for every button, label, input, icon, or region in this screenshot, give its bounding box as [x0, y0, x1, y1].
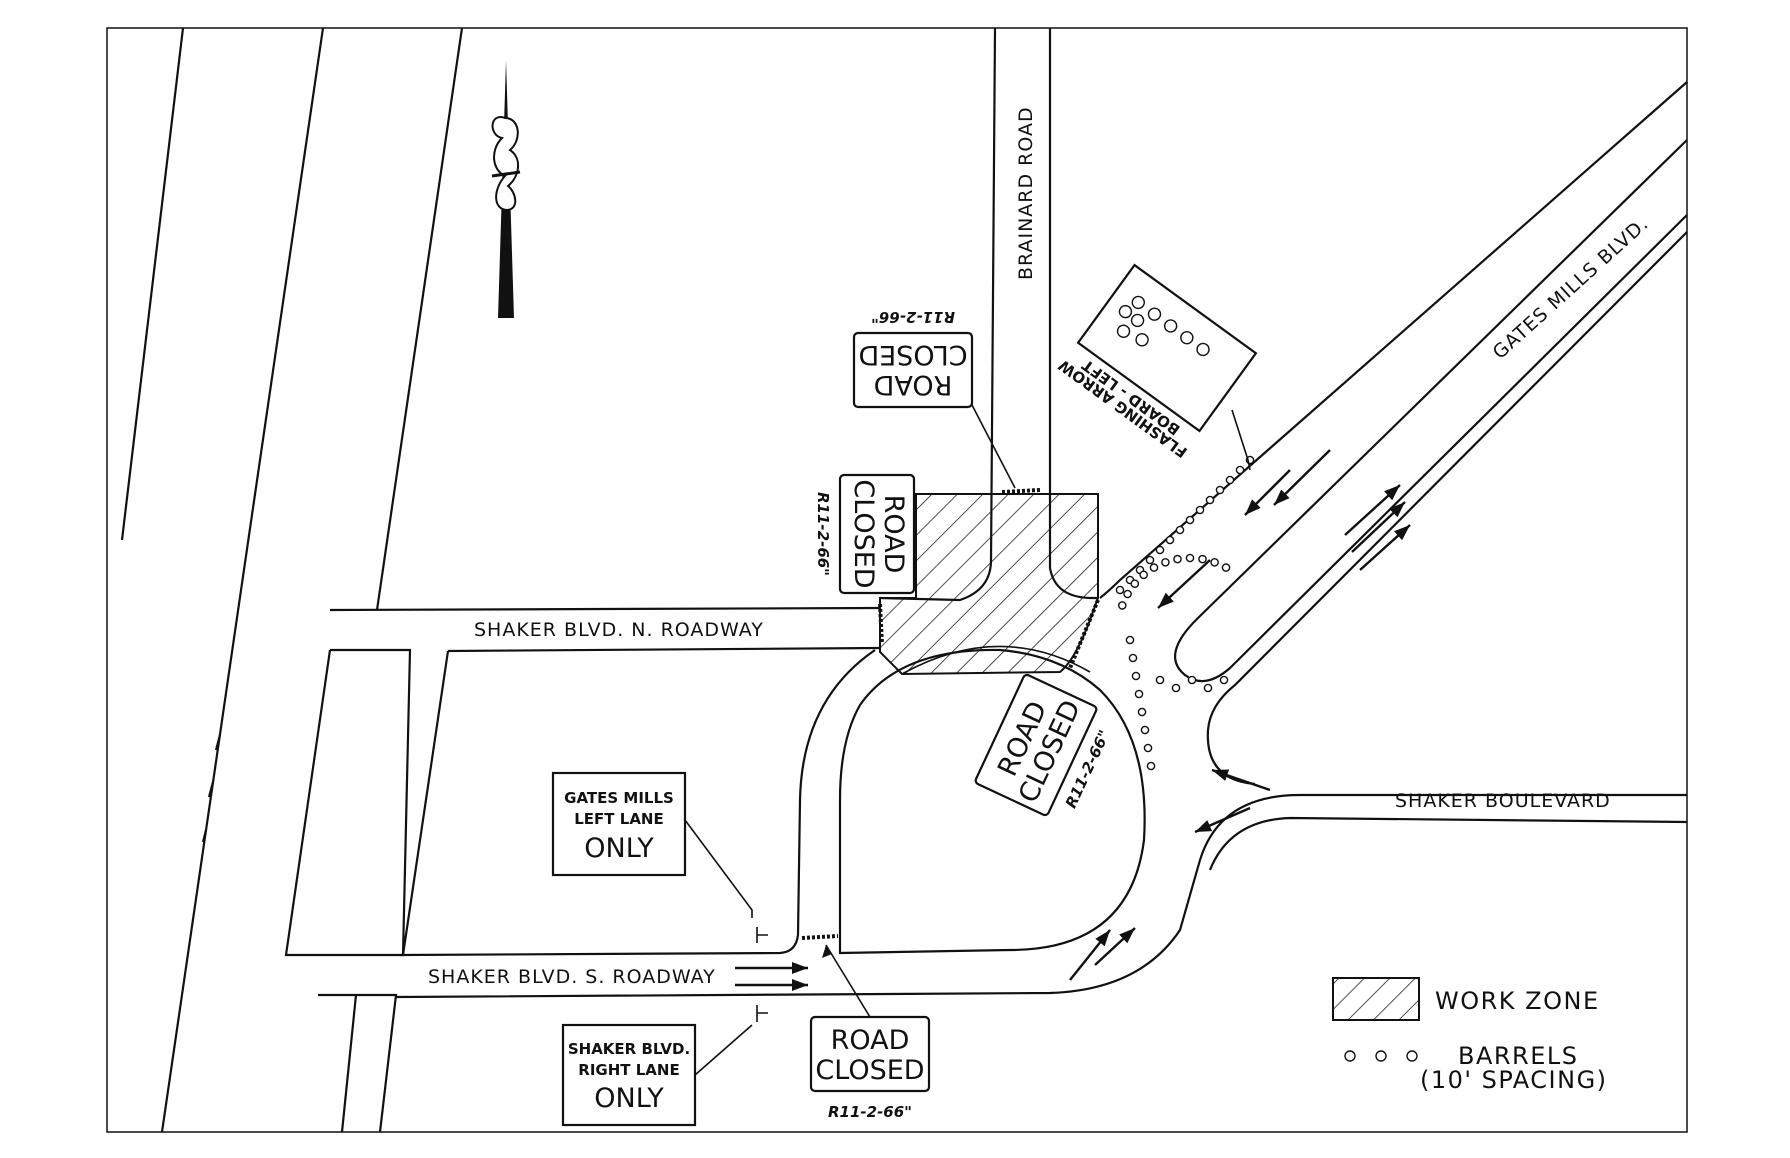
west-roadway-edges	[120, 27, 464, 1133]
barrel	[1171, 683, 1181, 693]
traffic-arrow-head-icon	[1389, 502, 1405, 518]
barrel	[1187, 675, 1197, 685]
barrel	[1215, 485, 1225, 495]
barrel	[1185, 515, 1195, 525]
svg-text:R11-2-66": R11-2-66"	[828, 1103, 912, 1121]
barrel	[1130, 579, 1140, 589]
traffic-arrow-head-icon	[1274, 489, 1290, 505]
traffic-arrow-head-icon	[792, 962, 808, 974]
traffic-arrow-head-icon	[1195, 820, 1213, 832]
barrel	[1149, 563, 1159, 572]
road-closed-sign-west: ROAD CLOSED R11-2-66"	[814, 473, 916, 595]
traffic-arrow-head-icon	[1384, 485, 1400, 501]
barrel	[1131, 671, 1141, 681]
svg-text:GATES MILLS: GATES MILLS	[564, 789, 674, 807]
street-label-shaker-north: SHAKER BLVD. N. ROADWAY	[474, 619, 764, 641]
traffic-arrow-head-icon	[1119, 928, 1135, 944]
svg-text:SHAKER BLVD.: SHAKER BLVD.	[568, 1040, 690, 1058]
traffic-arrow-head-icon	[1394, 525, 1410, 541]
traffic-arrow-head-icon	[792, 979, 808, 991]
barrel	[1185, 553, 1195, 563]
svg-text:ONLY: ONLY	[594, 1083, 664, 1114]
street-label-shaker-boulevard: SHAKER BOULEVARD	[1395, 790, 1611, 812]
barrel	[1125, 635, 1135, 645]
legend-work-zone-swatch	[1332, 977, 1420, 1021]
traffic-arrows	[735, 449, 1411, 991]
street-label-shaker-south: SHAKER BLVD. S. ROADWAY	[428, 966, 716, 988]
barrel	[1195, 505, 1205, 515]
road-closed-sign-north: ROAD CLOSED R11-2-66"	[852, 308, 1016, 489]
shaker-boulevard-east	[1206, 231, 1688, 871]
shaker-right-lane-only-sign: SHAKER BLVD. RIGHT LANE ONLY	[561, 1005, 768, 1127]
barrel	[1115, 585, 1125, 595]
barrel	[1210, 558, 1219, 567]
barrel-taper	[1115, 455, 1255, 771]
barrel	[1219, 675, 1229, 685]
barrel	[1155, 545, 1165, 555]
barrel	[1140, 725, 1150, 735]
barrel	[1123, 589, 1132, 599]
legend-work-zone-label: WORK ZONE	[1435, 987, 1600, 1015]
svg-text:ROAD: ROAD	[831, 1025, 910, 1056]
svg-text:ROAD: ROAD	[874, 369, 953, 400]
svg-text:ROAD: ROAD	[878, 495, 909, 574]
barrel	[1198, 554, 1207, 564]
barrel	[1146, 761, 1156, 771]
svg-text:RIGHT LANE: RIGHT LANE	[578, 1061, 679, 1079]
barrel	[1145, 555, 1155, 565]
gates-mills-left-lane-only-sign: GATES MILLS LEFT LANE ONLY	[551, 771, 768, 943]
barrel	[1175, 525, 1185, 535]
traffic-arrow-head-icon	[1212, 769, 1230, 781]
svg-text:ONLY: ONLY	[584, 833, 654, 864]
flashing-arrow-board: FLASHING ARROW BOARD - LEFT	[1055, 263, 1258, 471]
traffic-arrow-head-icon	[1158, 592, 1174, 608]
traffic-arrow-head-icon	[1095, 930, 1110, 947]
legend-barrel-symbol	[1344, 1050, 1418, 1062]
gates-mills-blvd	[1099, 81, 1688, 683]
road-closed-sign-south-roadway: ROAD CLOSED R11-2-66"	[809, 944, 931, 1121]
shaker-south-roadway	[318, 648, 1687, 1133]
arrow-board-lamps	[1116, 295, 1210, 357]
barrel	[1128, 653, 1138, 663]
svg-text:LEFT LANE: LEFT LANE	[574, 810, 663, 828]
road-closed-sign-south: ROAD CLOSED R11-2-66"	[974, 673, 1114, 817]
svg-text:R11-2-66": R11-2-66"	[814, 492, 832, 576]
barrel	[1161, 558, 1170, 567]
legend-barrels-label: BARRELS	[1458, 1042, 1579, 1070]
svg-text:CLOSED: CLOSED	[848, 479, 879, 588]
barrel	[1225, 475, 1235, 485]
barrel	[1235, 465, 1245, 475]
svg-text:R11-2-66": R11-2-66"	[871, 308, 955, 326]
barrel	[1203, 683, 1213, 693]
barrel	[1205, 495, 1215, 505]
barrel	[1221, 563, 1231, 572]
svg-text:CLOSED: CLOSED	[815, 1055, 924, 1086]
barrel	[1143, 743, 1153, 753]
closure-barricades	[801, 488, 1100, 940]
north-arrow-icon	[491, 60, 521, 318]
barrel	[1137, 707, 1147, 717]
legend-barrels-spacing: (10' SPACING)	[1420, 1066, 1608, 1094]
barrel	[1173, 554, 1182, 564]
svg-text:CLOSED: CLOSED	[858, 339, 967, 370]
barrel	[1139, 570, 1148, 580]
street-label-brainard: BRAINARD ROAD	[1015, 106, 1037, 280]
barrel	[1118, 601, 1127, 610]
legend: WORK ZONE BARRELS (10' SPACING)	[1332, 977, 1608, 1094]
traffic-arrow-head-icon	[1245, 499, 1261, 515]
drawing-border	[106, 27, 1688, 1133]
barrel	[1165, 535, 1175, 545]
barrel	[1155, 675, 1165, 685]
barrel	[1134, 689, 1144, 699]
